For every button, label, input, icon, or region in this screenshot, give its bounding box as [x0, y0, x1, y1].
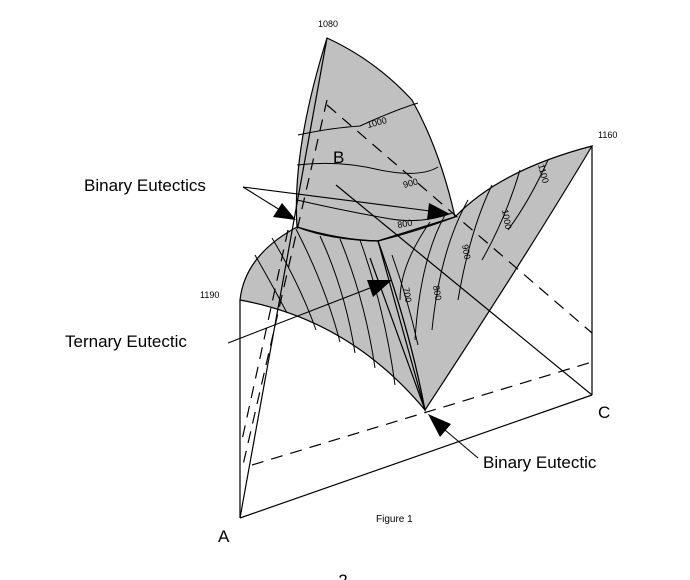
arrowhead-binary-eutectics-right: [427, 203, 450, 220]
arrow-binary-eutectic: [444, 429, 479, 459]
page-number: 2: [338, 571, 347, 580]
isotherm-1000-b: [297, 102, 419, 136]
isotherm-1000-c: [481, 169, 521, 261]
eutectic-valley-to-ac: [377, 240, 426, 411]
arrowhead-ternary-eutectic: [367, 280, 392, 297]
base-b-c: [335, 184, 593, 396]
isotherm-label-800-c: 800: [431, 285, 443, 302]
isotherm-a-3: [295, 228, 341, 343]
arrow-binary-eutectics-right: [242, 186, 431, 212]
arrowhead-binary-eutectic: [428, 414, 451, 437]
vertical-edge-b-front: [239, 37, 328, 519]
isotherm-a-5: [339, 238, 376, 369]
base-a-c: [239, 394, 593, 519]
isotherm-label-800-b: 800: [397, 218, 414, 230]
vertex-label-c: C: [598, 403, 610, 422]
isotherm-a-1: [254, 254, 288, 314]
callout-ternary-eutectic: Ternary Eutectic: [65, 332, 187, 351]
dashed-b-vertical: [242, 99, 328, 466]
eutectic-valley-a-b: [296, 226, 379, 242]
isotherm-1100-c: [507, 159, 549, 231]
dashed-b-right: [326, 104, 593, 334]
eutectic-valley-b-c: [377, 216, 456, 242]
isotherm-label-1000-c: 1000: [500, 209, 513, 230]
isotherm-label-900-c: 900: [460, 244, 472, 261]
isotherm-c-6: [399, 221, 431, 301]
isotherm-a-2: [271, 237, 317, 331]
vertex-label-b: B: [333, 148, 344, 167]
arrowhead-binary-eutectics-left: [273, 203, 296, 220]
isotherm-a-6: [359, 239, 396, 386]
temperature-label-c: 1160: [598, 130, 617, 140]
callout-binary-eutectics: Binary Eutectics: [84, 176, 206, 195]
isotherm-a-4: [319, 235, 356, 354]
isotherm-label-1100-c: 1100: [536, 163, 551, 184]
isotherm-800-c: [431, 199, 469, 331]
figure-caption: Figure 1: [376, 514, 413, 525]
arrow-binary-eutectics-left: [242, 186, 281, 211]
temperature-label-a: 1190: [200, 290, 219, 300]
isotherm-900-c: [457, 184, 493, 301]
arrow-ternary-eutectic: [227, 287, 371, 344]
ternary-eutectic-junction: [369, 257, 426, 411]
isotherm-700-center: [391, 254, 419, 346]
isotherm-label-700-center: 700: [401, 287, 413, 304]
temperature-label-b: 1080: [318, 19, 338, 29]
callout-binary-eutectic: Binary Eutectic: [483, 453, 597, 472]
isotherm-c-5: [414, 214, 446, 341]
dashed-a-inner: [241, 229, 289, 441]
isotherm-label-900-b: 900: [402, 176, 419, 190]
isotherm-900-b: [296, 162, 439, 174]
vertex-label-a: A: [218, 527, 230, 546]
